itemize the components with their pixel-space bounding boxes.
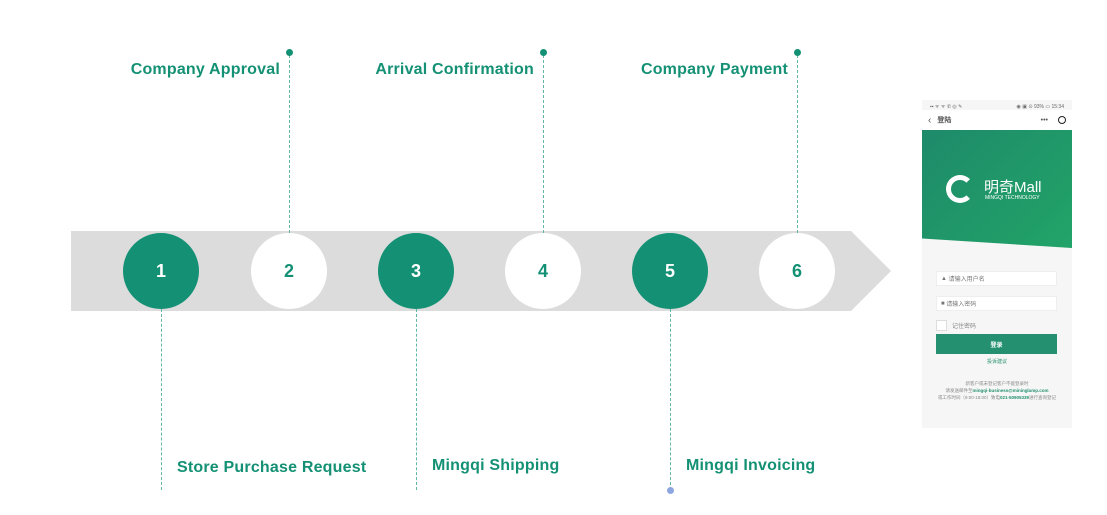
password-input[interactable]: ■ 请输入密码 (936, 296, 1057, 311)
remember-checkbox[interactable] (936, 320, 947, 331)
step-label: Company Payment (640, 61, 788, 78)
step-circle-6: 6 (759, 233, 835, 309)
connector-dot (286, 49, 293, 56)
footer-line1: 新客户或未登记客户不能登录时 (965, 381, 1029, 386)
remember-row: 记住密码 (936, 320, 976, 331)
connector-dot (540, 49, 547, 56)
connector-line (289, 55, 290, 233)
footer-line3: 或工作时间（9:00-18:00）致电 (937, 395, 1000, 400)
footer-line3-suffix: 进行查询登记 (1029, 395, 1057, 400)
nav-bar: ‹ 登陆 ••• (922, 110, 1072, 130)
status-icons: ▪▪ ᯤ ᯤ ✆ ◎ ✎ (930, 104, 963, 110)
connector-dot (794, 49, 801, 56)
connector-line (670, 309, 671, 490)
footer-email-link[interactable]: mingqi-business@mininglamp.com (972, 388, 1049, 393)
login-button[interactable]: 登录 (936, 334, 1057, 354)
footer-notice: 新客户或未登记客户不能登录时 请发送邮件至mingqi-business@min… (922, 380, 1072, 401)
remember-label: 记住密码 (952, 324, 977, 330)
step-circle-3: 3 (378, 233, 454, 309)
step-circle-1: 1 (123, 233, 199, 309)
brand-banner: 明奇Mall MINGQI TECHNOLOGY (922, 130, 1072, 248)
connector-line (797, 55, 798, 233)
status-time: ◉ ▣ ⊙ 93% ▭ 15:34 (1016, 104, 1064, 110)
footer-line2: 请发送邮件至 (945, 388, 973, 393)
step-circle-2: 2 (251, 233, 327, 309)
connector-line (543, 55, 544, 233)
step-circle-4: 4 (505, 233, 581, 309)
process-arrow-band (71, 231, 891, 311)
password-placeholder: 请输入密码 (946, 302, 977, 308)
step-label: Mingqi Invoicing (686, 457, 816, 474)
connector-line (416, 309, 417, 490)
step-label: Store Purchase Request (177, 459, 367, 476)
mingqi-logo-icon (946, 175, 974, 203)
step-label: Mingqi Shipping (432, 457, 560, 474)
step-label: Company Approval (130, 61, 280, 78)
connector-line (161, 309, 162, 490)
username-placeholder: 请输入用户名 (948, 277, 985, 283)
username-input[interactable]: ▲ 请输入用户名 (936, 271, 1057, 286)
connector-dot (667, 487, 674, 494)
close-target-icon[interactable] (1058, 116, 1066, 124)
feedback-link[interactable]: 投诉建议 (986, 359, 1007, 365)
step-label: Arrival Confirmation (375, 61, 534, 78)
phone-login-screenshot: ▪▪ ᯤ ᯤ ✆ ◎ ✎ ◉ ▣ ⊙ 93% ▭ 15:34 ‹ 登陆 ••• 明… (922, 100, 1072, 428)
footer-phone: 021-50905339 (1000, 395, 1030, 400)
back-icon[interactable]: ‹ (928, 114, 932, 126)
step-circle-5: 5 (632, 233, 708, 309)
status-bar: ▪▪ ᯤ ᯤ ✆ ◎ ✎ ◉ ▣ ⊙ 93% ▭ 15:34 (922, 100, 1072, 110)
page-title: 登陆 (937, 117, 952, 124)
brand-name: 明奇Mall (984, 179, 1042, 196)
more-icon[interactable]: ••• (1040, 116, 1048, 124)
brand-subtitle: MINGQI TECHNOLOGY (985, 195, 1040, 201)
